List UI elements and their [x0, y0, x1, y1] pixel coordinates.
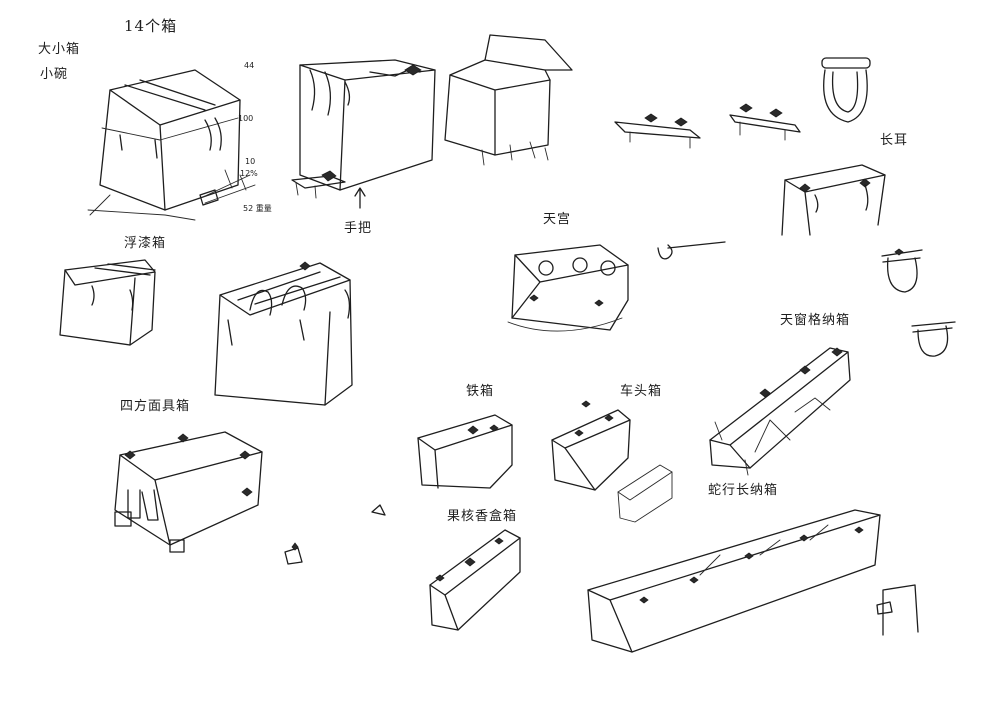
label-floating-case: 浮漆箱: [124, 236, 167, 251]
plank-clamp-sketch: [614, 103, 801, 149]
hook-glyph-sketch: [657, 241, 726, 260]
label-top-title: 14个箱: [124, 17, 178, 35]
dimension-d3: 10: [245, 157, 256, 166]
large-trunk-sketch: [214, 261, 353, 406]
small-faint-case-sketch: [617, 464, 673, 523]
label-day-case: 天宫: [543, 212, 572, 227]
stray-marks-sketch: [284, 504, 386, 565]
long-bench-case-sketch: [587, 509, 881, 653]
float-lacquer-case-sketch: [59, 259, 156, 346]
handle-case-sketch: [291, 59, 436, 209]
label-long-ear: 长耳: [880, 133, 909, 148]
round-hole-case-sketch: [507, 244, 629, 332]
long-ear-box-sketch: [781, 164, 886, 236]
u-handle-sketch: [821, 57, 871, 123]
label-long-bench-case: 蛇行长纳箱: [708, 483, 779, 498]
iron-case-sketch: [417, 414, 513, 489]
dimension-d2: 100: [238, 114, 254, 123]
label-big-case-line1: 大小箱: [38, 42, 81, 57]
dimension-d4: 12%: [240, 169, 258, 178]
square-seal-case-sketch: [114, 431, 263, 553]
dimension-d1: 44: [244, 61, 255, 70]
big-trunk-sketch: [87, 69, 256, 221]
label-fruit-case: 果核香盒箱: [447, 509, 518, 524]
label-car-case: 车头箱: [620, 384, 663, 399]
car-head-case-sketch: [551, 400, 631, 491]
fruit-core-case-sketch: [429, 529, 521, 631]
label-big-case-line2: 小碗: [40, 67, 69, 82]
loop-handle-sketch: [881, 248, 956, 357]
dimension-d5: 52 重量: [243, 204, 272, 213]
label-iron-case: 铁箱: [466, 384, 495, 399]
open-box-sketch: [444, 34, 573, 166]
door-shape-sketch: [876, 584, 919, 636]
label-square-seal-case: 四方面具箱: [120, 399, 191, 414]
label-hand-handle: 手把: [344, 221, 373, 236]
label-overhead-long-case: 天窗格纳箱: [780, 313, 851, 328]
overhead-long-case-sketch: [709, 347, 851, 476]
